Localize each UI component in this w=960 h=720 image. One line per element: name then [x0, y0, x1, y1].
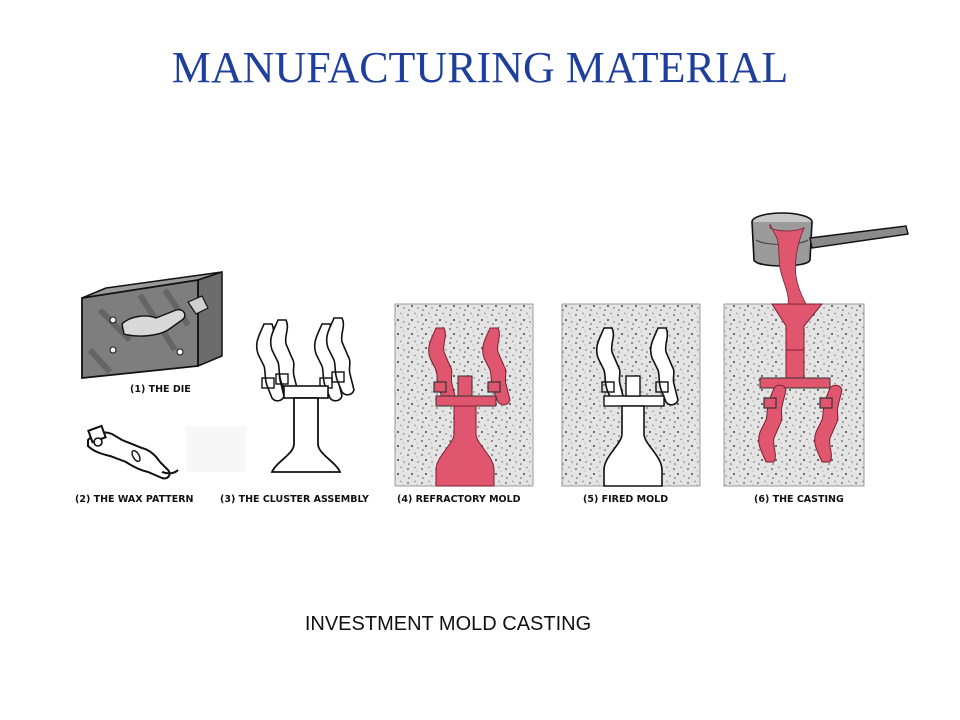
step-label-3: (3) THE CLUSTER ASSEMBLY: [220, 494, 369, 505]
slide-title: MANUFACTURING MATERIAL: [171, 43, 789, 92]
step-label-1: (1) THE DIE: [130, 384, 191, 395]
wax-pattern-icon: [87, 424, 179, 480]
slide-caption: INVESTMENT MOLD CASTING: [304, 613, 592, 635]
fired-mold-icon: [561, 303, 701, 487]
casting-icon: [723, 212, 909, 487]
step-label-4: (4) REFRACTORY MOLD: [397, 494, 521, 505]
step-label-2: (2) THE WAX PATTERN: [75, 494, 194, 505]
cluster-assembly-icon: [186, 317, 355, 473]
step-label-6: (6) THE CASTING: [754, 494, 844, 505]
step-label-5: (5) FIRED MOLD: [583, 494, 668, 505]
investment-casting-diagram: (1) THE DIE (2) THE WAX PATTERN (3) THE …: [75, 212, 909, 505]
die-icon: [81, 270, 223, 379]
refractory-mold-icon: [394, 303, 534, 487]
